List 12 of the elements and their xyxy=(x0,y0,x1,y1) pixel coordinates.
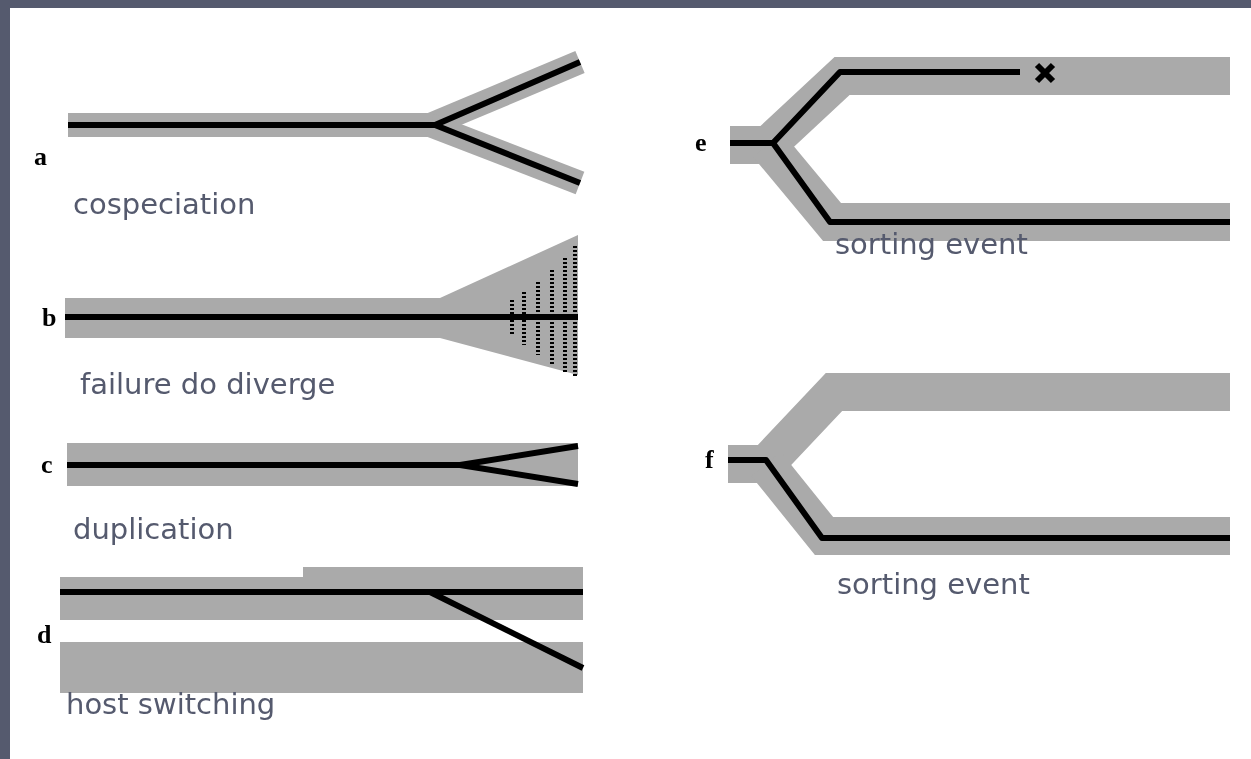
panel-letter: c xyxy=(41,452,53,478)
panel-letter: b xyxy=(42,305,57,331)
panel-caption: cospeciation xyxy=(73,190,256,219)
panel-caption: failure do diverge xyxy=(80,370,336,399)
panel-letter: e xyxy=(695,130,707,156)
panel-letter: f xyxy=(705,447,714,473)
panel-letter: a xyxy=(34,144,47,170)
panel-caption: sorting event xyxy=(837,570,1030,599)
panel-caption: sorting event xyxy=(835,230,1028,259)
panel-letter: d xyxy=(37,622,52,648)
panel-caption: host switching xyxy=(66,690,276,719)
panel-caption: duplication xyxy=(73,515,234,544)
